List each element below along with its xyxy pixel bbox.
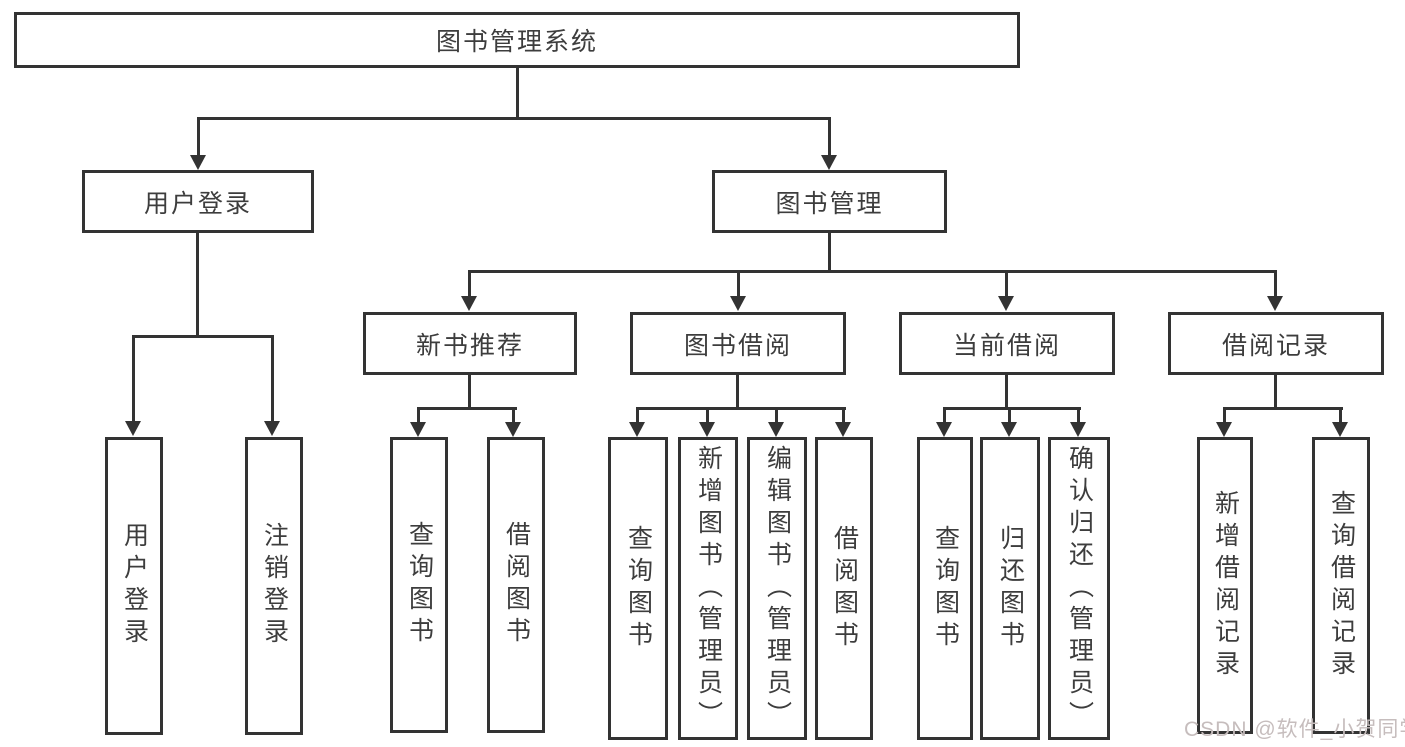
- connector-arrow-new-book-line: [468, 270, 471, 296]
- node-book-borrow: 图书借阅: [630, 312, 846, 375]
- connector-borrow-records-stem: [1274, 375, 1277, 410]
- arrowhead-n0-icon: [410, 422, 426, 437]
- node-current-borrow: 当前借阅: [899, 312, 1115, 375]
- connector-book-management-stem: [828, 233, 831, 273]
- node-root: 图书管理系统: [14, 12, 1020, 68]
- connector-arrow-leaf-logout-line: [271, 335, 274, 423]
- connector-book-borrow-stem: [736, 375, 739, 410]
- connector-arrow-j0-line: [636, 407, 639, 422]
- arrowhead-current-borrow-icon: [998, 296, 1014, 311]
- connector-arrow-book-management-line: [828, 117, 831, 157]
- node-label: 查询借阅记录: [1327, 489, 1356, 682]
- arrowhead-c2-icon: [1070, 422, 1086, 437]
- arrowhead-user-login-icon: [190, 155, 206, 170]
- connector-arrow-j1-line: [706, 407, 709, 422]
- arrowhead-leaf-user-login-icon: [125, 421, 141, 436]
- connector-new-book-stem: [468, 375, 471, 410]
- connector-arrow-c2-line: [1077, 407, 1080, 422]
- connector-arrow-j3-line: [842, 407, 845, 422]
- arrowhead-n1-icon: [505, 422, 521, 437]
- node-label: 借阅图书: [502, 521, 531, 649]
- leaf-query-borrow-record: 查询借阅记录: [1312, 437, 1370, 734]
- node-label: 图书管理系统: [435, 28, 598, 56]
- connector-current-borrow-bar: [943, 407, 1081, 410]
- connector-arrow-book-borrow-line: [737, 270, 740, 296]
- connector-arrow-n1-line: [512, 407, 515, 422]
- node-label: 编辑图书（管理员）: [763, 444, 792, 733]
- arrowhead-book-borrow-icon: [730, 296, 746, 311]
- node-label: 借阅记录: [1221, 331, 1330, 360]
- arrowhead-leaf-logout-icon: [264, 421, 280, 436]
- connector-arrow-leaf-user-login-line: [132, 335, 135, 423]
- connector-arrow-user-login-line: [197, 117, 200, 157]
- arrowhead-c1-icon: [1001, 422, 1017, 437]
- node-label: 图书管理: [775, 189, 884, 218]
- connector-arrow-r1-line: [1339, 407, 1342, 422]
- connector-user-login-bar: [133, 335, 274, 338]
- node-label: 借阅图书: [830, 524, 859, 653]
- node-book-management: 图书管理: [712, 170, 947, 233]
- arrowhead-borrow-records-icon: [1267, 296, 1283, 311]
- connector-arrow-borrow-records-line: [1274, 270, 1277, 296]
- leaf-add-borrow-record: 新增借阅记录: [1197, 437, 1253, 734]
- node-label: 查询图书: [624, 524, 653, 653]
- connector-level3-bar: [469, 270, 1277, 273]
- leaf-return-book: 归还图书: [980, 437, 1040, 740]
- arrowhead-j1-icon: [699, 422, 715, 437]
- leaf-edit-book-admin: 编辑图书（管理员）: [747, 437, 807, 740]
- connector-arrow-current-borrow-line: [1005, 270, 1008, 296]
- arrowhead-j3-icon: [835, 422, 851, 437]
- connector-book-borrow-bar: [636, 407, 846, 410]
- leaf-logout: 注销登录: [245, 437, 303, 735]
- csdn-watermark: CSDN @软件_小贺同学: [1184, 718, 1405, 741]
- connector-new-book-bar: [417, 407, 517, 410]
- node-label: 图书借阅: [683, 331, 792, 360]
- connector-user-login-stem: [196, 233, 199, 337]
- leaf-borrow-books-recommend: 借阅图书: [487, 437, 545, 733]
- arrowhead-r1-icon: [1332, 422, 1348, 437]
- node-label: 注销登录: [260, 522, 289, 650]
- node-label: 查询图书: [405, 521, 434, 649]
- leaf-query-books-borrow: 查询图书: [608, 437, 668, 740]
- arrowhead-j2-icon: [768, 422, 784, 437]
- node-label: 归还图书: [996, 524, 1025, 653]
- node-borrow-records: 借阅记录: [1168, 312, 1384, 375]
- connector-arrow-c1-line: [1008, 407, 1011, 422]
- connector-arrow-n0-line: [417, 407, 420, 422]
- node-user-login: 用户登录: [82, 170, 314, 233]
- node-new-book-recommend: 新书推荐: [363, 312, 577, 375]
- node-label: 新书推荐: [415, 331, 524, 360]
- arrowhead-c0-icon: [936, 422, 952, 437]
- arrowhead-j0-icon: [629, 422, 645, 437]
- connector-level2-bar: [198, 117, 831, 120]
- leaf-user-login: 用户登录: [105, 437, 163, 735]
- node-label: 用户登录: [143, 189, 252, 218]
- node-label: 当前借阅: [952, 331, 1061, 360]
- node-label: 确认归还（管理员）: [1065, 444, 1094, 733]
- connector-root-stem: [516, 68, 519, 118]
- leaf-borrow-books: 借阅图书: [815, 437, 873, 740]
- connector-arrow-c0-line: [943, 407, 946, 422]
- node-label: 新增借阅记录: [1211, 489, 1240, 682]
- arrowhead-new-book-icon: [461, 296, 477, 311]
- node-label: 用户登录: [120, 522, 149, 650]
- connector-borrow-records-bar: [1223, 407, 1343, 410]
- connector-arrow-j2-line: [775, 407, 778, 422]
- connector-arrow-r0-line: [1223, 407, 1226, 422]
- leaf-confirm-return-admin: 确认归还（管理员）: [1048, 437, 1110, 740]
- arrowhead-book-management-icon: [821, 155, 837, 170]
- connector-current-borrow-stem: [1005, 375, 1008, 410]
- node-label: 查询图书: [931, 524, 960, 653]
- leaf-query-books-current: 查询图书: [917, 437, 973, 740]
- leaf-query-books-recommend: 查询图书: [390, 437, 448, 733]
- arrowhead-r0-icon: [1216, 422, 1232, 437]
- node-label: 新增图书（管理员）: [694, 444, 723, 733]
- leaf-add-book-admin: 新增图书（管理员）: [678, 437, 738, 740]
